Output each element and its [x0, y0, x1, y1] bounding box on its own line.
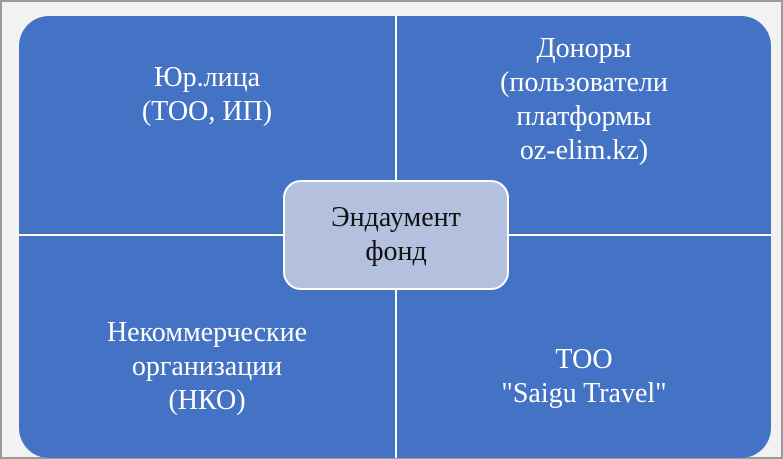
quadrant-donors: Доноры (пользователи платформы oz-elim.k…	[397, 16, 771, 234]
matrix-diagram: Юр.лица (ТОО, ИП) Доноры (пользователи п…	[19, 16, 771, 458]
center-endowment-fund: Эндаумент фонд	[283, 180, 509, 290]
